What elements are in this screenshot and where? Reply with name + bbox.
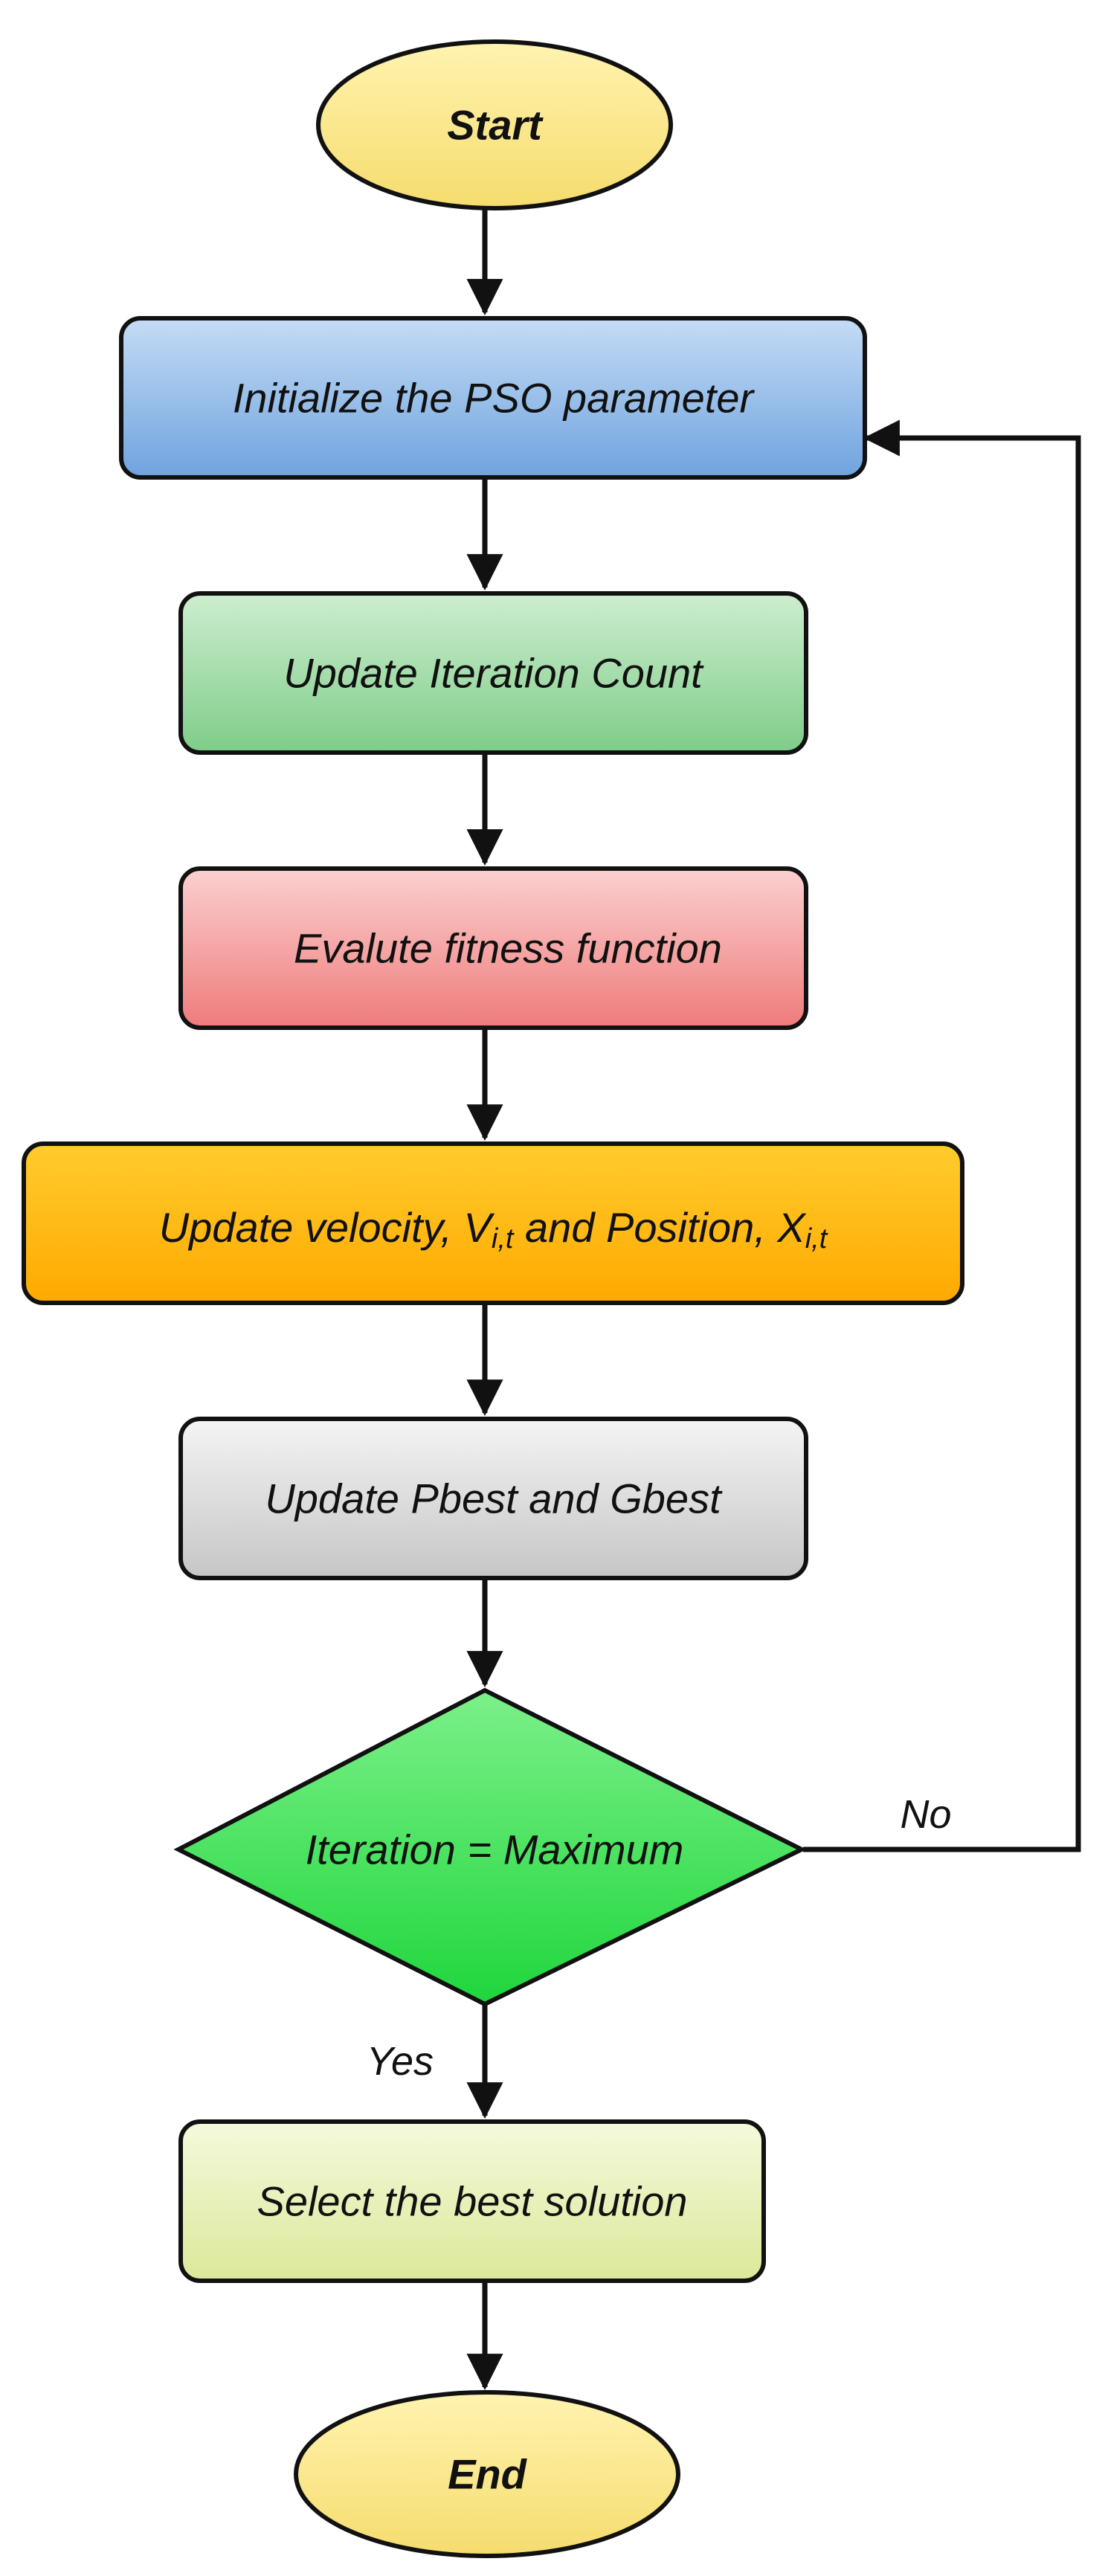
decision-node: Iteration = Maximum: [173, 1687, 807, 2007]
decision-label: Iteration = Maximum: [306, 1826, 684, 1873]
start-terminal: Start: [316, 39, 673, 210]
branch-yes-label: Yes: [367, 2039, 434, 2084]
arrow-no-loop: [803, 419, 1081, 1852]
start-label: Start: [447, 102, 544, 149]
step-fitness: Evalute fitness function: [178, 866, 808, 1030]
step-velocity-label: Update velocity, Vi,t and Position, Xi,t: [159, 1204, 828, 1255]
step-fitness-label: Evalute fitness function: [294, 925, 722, 972]
step-select-best-label: Select the best solution: [257, 2178, 687, 2225]
step-iteration-label: Update Iteration Count: [283, 650, 704, 697]
step-best: Update Pbest and Gbest: [178, 1417, 808, 1580]
step-initialize-box: [119, 316, 867, 480]
step-velocity: Update velocity, Vi,t and Position, Xi,t: [22, 1142, 964, 1305]
velocity-text-2: and Position, X: [513, 1204, 807, 1251]
step-iteration-box: [178, 591, 808, 755]
step-select-best: Select the best solution: [178, 2119, 766, 2283]
end-shape: [294, 2390, 680, 2558]
branch-no-label: No: [900, 1792, 951, 1837]
step-best-label: Update Pbest and Gbest: [265, 1475, 723, 1522]
step-select-best-box: [178, 2119, 766, 2283]
step-iteration: Update Iteration Count: [178, 591, 808, 755]
end-label: End: [448, 2451, 528, 2498]
position-subscript: i,t: [805, 1223, 828, 1255]
step-best-box: [178, 1417, 808, 1580]
decision-diamond: [173, 1687, 807, 2007]
step-initialize-label: Initialize the PSO parameter: [233, 375, 756, 422]
step-initialize: Initialize the PSO parameter: [119, 316, 867, 480]
velocity-text-1: Update velocity, V: [159, 1204, 495, 1251]
velocity-subscript-1: i,t: [492, 1223, 515, 1255]
end-terminal: End: [294, 2390, 680, 2558]
step-velocity-box: [22, 1142, 964, 1305]
start-shape: [316, 39, 673, 210]
step-fitness-box: [178, 866, 808, 1030]
